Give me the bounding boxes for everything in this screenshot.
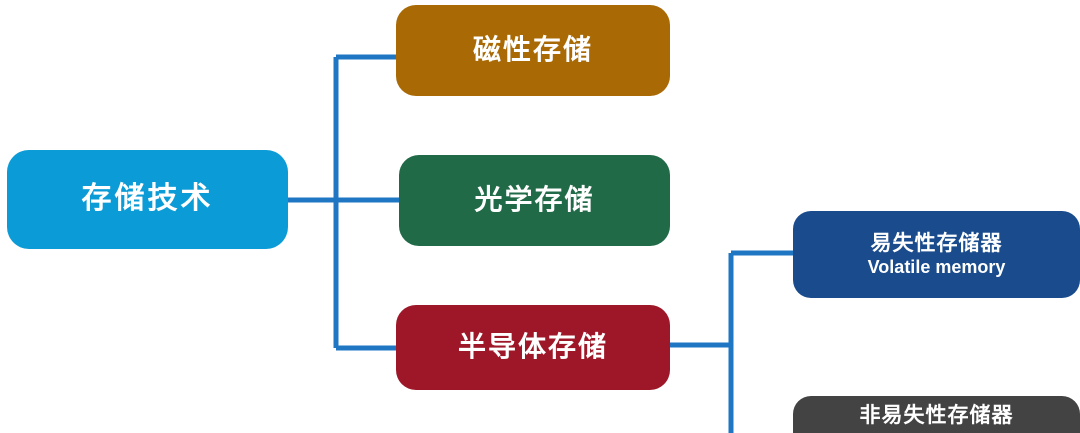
node-magnetic-storage[interactable]: 磁性存储 (396, 5, 670, 96)
node-label-cn: 存储技术 (81, 182, 214, 216)
node-label-cn: 半导体存储 (457, 331, 608, 363)
node-semiconductor-storage[interactable]: 半导体存储 (396, 305, 670, 390)
node-label-cn: 易失性存储器 (870, 231, 1003, 255)
node-label-cn: 非易失性存储器 (859, 404, 1014, 427)
node-label-en: Volatile memory (867, 256, 1006, 277)
node-label-cn: 磁性存储 (472, 34, 593, 66)
node-storage-technology[interactable]: 存储技术 (7, 150, 288, 249)
node-volatile-memory[interactable]: 易失性存储器 Volatile memory (793, 211, 1080, 298)
node-nonvolatile-memory[interactable]: 非易失性存储器 (793, 396, 1080, 433)
node-optical-storage[interactable]: 光学存储 (399, 155, 670, 246)
node-label-cn: 光学存储 (474, 184, 595, 216)
